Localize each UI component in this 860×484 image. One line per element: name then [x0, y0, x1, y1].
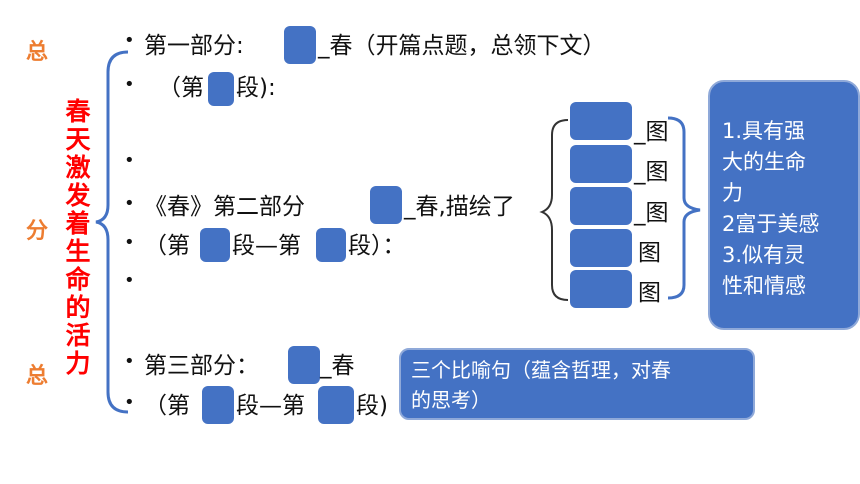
part2-answer-blank[interactable] — [370, 186, 402, 224]
picture-label-5: 图 — [638, 280, 661, 306]
metaphor-line-1: 三个比喻句（蕴含哲理，对春 — [411, 358, 671, 382]
left-brace — [95, 50, 129, 414]
bullet: • — [124, 193, 135, 214]
part3-range-a: （第 — [144, 393, 190, 419]
picture-brace — [539, 119, 569, 301]
part3-range-blank-2[interactable] — [318, 386, 354, 424]
part2-tail: _春,描绘了 — [404, 194, 515, 220]
detail-marker: 分 — [26, 219, 49, 244]
part2-range-a: （第 — [144, 233, 190, 259]
bullet: • — [124, 392, 135, 413]
part3-range-b: 段—第 — [236, 393, 305, 419]
bullet: • — [124, 232, 135, 253]
part1-answer-blank[interactable] — [284, 26, 316, 64]
part1-range-close: 段): — [236, 75, 276, 101]
meaning-box: 1.具有强 大的生命 力 2富于美感 3.似有灵 性和情感 — [708, 80, 860, 330]
part1-range-blank[interactable] — [208, 72, 234, 106]
picture-blank-5[interactable] — [570, 270, 632, 308]
part1-tail: _春（开篇点题，总领下文） — [318, 33, 606, 59]
part2-range-blank-1[interactable] — [200, 228, 230, 262]
bullet: • — [124, 30, 135, 51]
picture-label-4: 图 — [638, 240, 661, 266]
meaning-line-2: 大的生命 — [722, 150, 806, 174]
meaning-line-6: 性和情感 — [722, 274, 806, 298]
meaning-line-4: 2富于美感 — [722, 212, 820, 236]
summary-marker-bottom: 总 — [26, 364, 49, 389]
part2-range-b: 段—第 — [232, 233, 301, 259]
picture-label-1: _图 — [634, 119, 669, 145]
part2-range-blank-2[interactable] — [316, 228, 346, 262]
vertical-title: 春天激发着生命的活力 — [65, 97, 91, 378]
part3-answer-blank[interactable] — [288, 346, 320, 384]
meaning-line-3: 力 — [722, 181, 743, 205]
metaphor-line-2: 的思考） — [411, 388, 491, 412]
part2-label: 《春》第二部分 — [144, 194, 305, 220]
part1-label: 第一部分: — [144, 33, 244, 59]
meaning-line-5: 3.似有灵 — [722, 243, 806, 267]
part3-tail: _春 — [320, 353, 355, 379]
part3-label: 第三部分： — [144, 353, 259, 379]
picture-label-3: _图 — [634, 200, 669, 226]
picture-blank-2[interactable] — [570, 145, 632, 183]
bullet: • — [124, 270, 135, 291]
meaning-line-1: 1.具有强 — [722, 119, 806, 143]
metaphor-box: 三个比喻句（蕴含哲理，对春 的思考） — [399, 348, 755, 420]
bullet: • — [124, 150, 135, 171]
part3-range-c: 段) — [356, 393, 388, 419]
summary-marker-top: 总 — [26, 40, 49, 65]
bullet: • — [124, 351, 135, 372]
picture-label-2: _图 — [634, 159, 669, 185]
part1-range-open: （第 — [158, 75, 204, 101]
picture-blank-3[interactable] — [570, 187, 632, 225]
part2-range-c: 段）： — [348, 233, 406, 259]
part3-range-blank-1[interactable] — [202, 386, 234, 424]
picture-blank-4[interactable] — [570, 229, 632, 267]
picture-blank-1[interactable] — [570, 102, 632, 140]
bullet: • — [124, 74, 135, 95]
meaning-brace — [667, 116, 701, 300]
